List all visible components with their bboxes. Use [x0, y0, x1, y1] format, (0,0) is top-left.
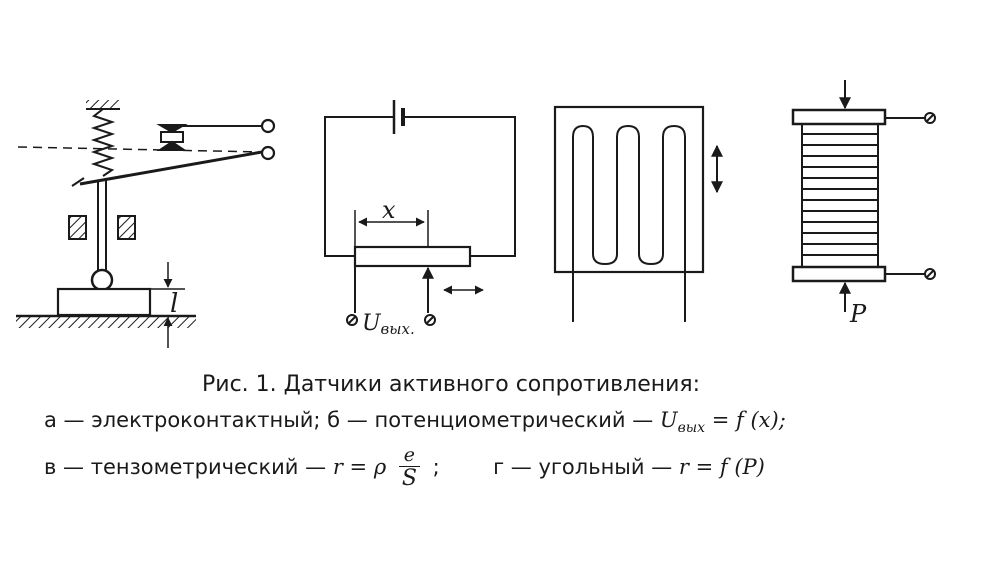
u-out-label: Uвых. [362, 311, 415, 338]
u-out-formula: Uвых = f (x); [659, 408, 786, 437]
dimension-l-label: l [170, 289, 178, 319]
x-label: x [382, 196, 396, 224]
carbon-formula: r = f (P) [678, 455, 765, 480]
figure-caption-line2: в — тензометрический — r = ρ e S ; г — у… [44, 445, 765, 516]
strain-fraction: e S [398, 445, 420, 490]
potentiometric-sensor [324, 100, 516, 326]
caption-line1-text: а — электроконтактный; б — потенциометри… [44, 408, 654, 432]
strain-gauge-sensor [553, 105, 723, 322]
caption-line2-text-a: в — тензометрический — [44, 455, 327, 480]
p-label: P [849, 300, 867, 328]
caption-separator: ; [432, 455, 440, 480]
carbon-sensor [791, 80, 936, 312]
figure-caption-title: Рис. 1. Датчики активного сопротивления: [202, 372, 701, 397]
electrocontact-sensor [16, 100, 276, 348]
figure-caption-line1: а — электроконтактный; б — потенциометри… [44, 408, 786, 436]
caption-line2-text-b: г — угольный — [493, 455, 673, 480]
strain-formula: r = ρ [332, 455, 387, 480]
sensor-diagrams: l x Uвых. [16, 80, 936, 348]
